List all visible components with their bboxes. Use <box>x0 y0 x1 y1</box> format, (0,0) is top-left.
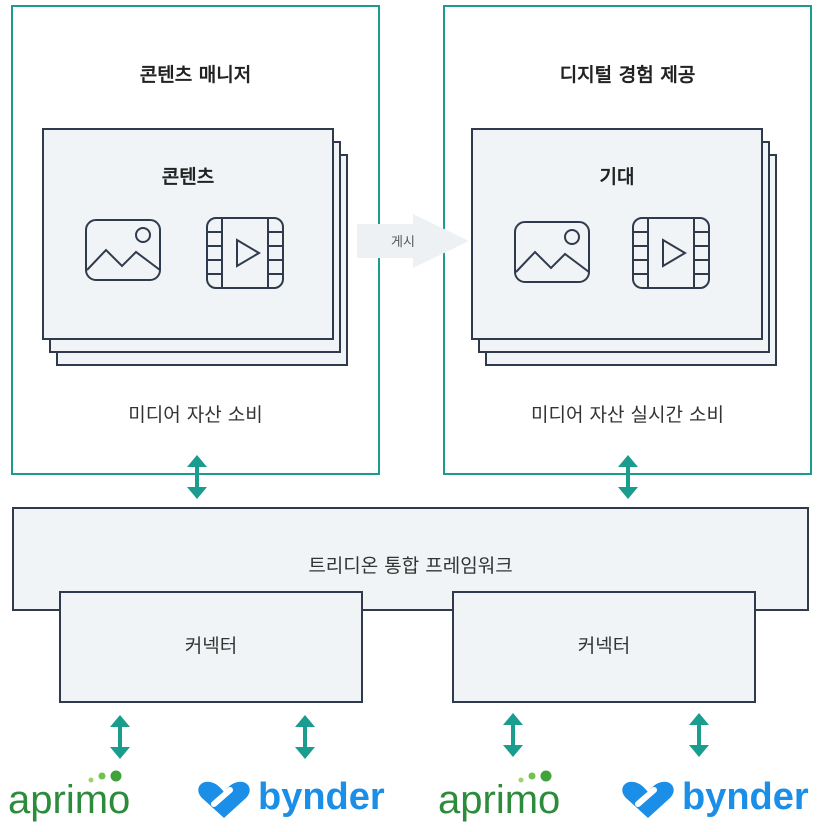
video-icon <box>206 217 284 289</box>
double-arrow-icon <box>295 715 315 759</box>
right-panel-subtitle: 미디어 자산 실시간 소비 <box>531 404 724 426</box>
bynder-heart-icon <box>622 781 674 818</box>
double-arrow-icon <box>689 713 709 757</box>
connector-left-label: 커넥터 <box>184 635 238 657</box>
connector-left-join <box>61 607 361 611</box>
connector-right-join <box>454 607 754 611</box>
digital-experience-title: 디지털 경험 제공 <box>559 64 696 86</box>
bynder-logo-right: bynder <box>620 776 820 826</box>
bynder-heart-icon <box>198 781 250 818</box>
video-icon <box>632 217 710 289</box>
content-manager-title: 콘텐츠 매니저 <box>139 64 252 86</box>
content-card: 콘텐츠 <box>42 128 334 340</box>
content-card-title: 콘텐츠 <box>161 166 215 188</box>
integration-framework-label: 트리디온 통합 프레임워크 <box>308 555 513 577</box>
double-arrow-icon <box>187 455 207 499</box>
connector-right-label: 커넥터 <box>577 635 631 657</box>
double-arrow-icon <box>618 455 638 499</box>
aprimo-logo-left: aprimo <box>8 768 168 828</box>
aprimo-wordmark: aprimo <box>8 778 131 822</box>
publish-arrow: 게시 <box>357 214 469 268</box>
bynder-wordmark: bynder <box>258 776 385 818</box>
expectation-card: 기대 <box>471 128 763 340</box>
content-manager-panel: 콘텐츠 매니저 콘텐츠 미디어 자산 소비 <box>11 5 380 475</box>
bynder-wordmark: bynder <box>682 776 809 818</box>
double-arrow-icon <box>110 715 130 759</box>
publish-arrow-shape <box>357 214 469 268</box>
image-icon <box>85 219 161 281</box>
bynder-logo-left: bynder <box>196 776 396 826</box>
digital-experience-panel: 디지털 경험 제공 기대 미디어 자산 실시간 소비 <box>443 5 812 475</box>
expectation-card-title: 기대 <box>599 166 635 188</box>
image-icon <box>514 221 590 283</box>
aprimo-logo-right: aprimo <box>438 768 598 828</box>
left-panel-subtitle: 미디어 자산 소비 <box>128 404 263 426</box>
aprimo-dots-icon <box>88 770 122 783</box>
aprimo-wordmark: aprimo <box>438 778 561 822</box>
aprimo-dots-icon <box>518 770 552 783</box>
publish-label: 게시 <box>391 235 415 250</box>
double-arrow-icon <box>503 713 523 757</box>
